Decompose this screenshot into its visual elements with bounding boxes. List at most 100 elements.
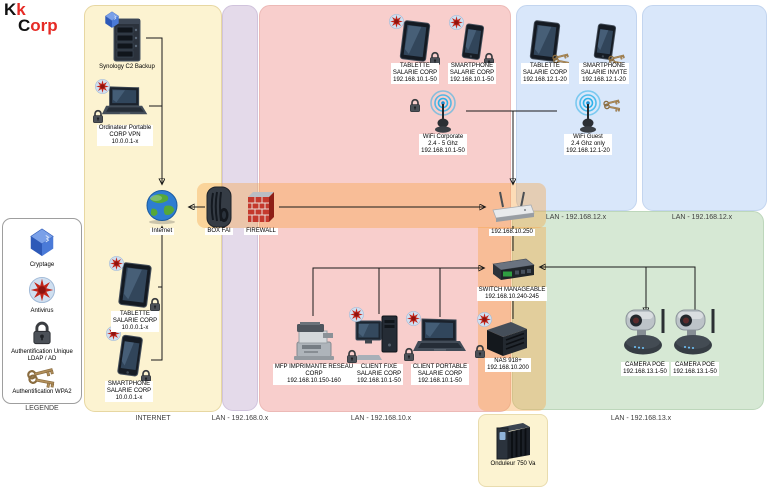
legend-item-auth-wpa2[interactable] <box>25 366 59 388</box>
virus-badge-icon <box>105 325 122 342</box>
node-nas-918-label: NAS 918+192.168.10.200 <box>485 358 531 372</box>
wifi-icon <box>568 90 608 134</box>
zone-lan12b <box>642 5 767 211</box>
edge-camera-poe-2--switch-manageable <box>540 267 696 317</box>
phone-icon <box>455 21 489 63</box>
virus-badge-icon <box>405 310 422 327</box>
node-ordinateur-portable-corp-vpn[interactable] <box>93 79 149 123</box>
node-tablette-salarie-corp-lan12[interactable] <box>525 20 570 66</box>
keys-icon <box>27 368 55 388</box>
logo-letter-black: C <box>18 16 31 35</box>
node-synology-c2-backup-label: Synology C2 Backup <box>99 64 155 70</box>
node-routeur-lan-label: 192.168.10.250 <box>489 229 535 236</box>
phone-icon <box>587 21 621 63</box>
edge-mfp-imprimante-reseau--switch-manageable <box>312 268 484 316</box>
node-onduleur-750[interactable] <box>494 420 532 462</box>
node-nas-918[interactable] <box>475 312 531 358</box>
node-smartphone-salarie-corp-vpn[interactable] <box>106 326 151 383</box>
cube-icon <box>30 228 54 257</box>
node-smartphone-salarie-invite[interactable] <box>587 21 626 67</box>
nas-icon <box>483 318 531 358</box>
firewall-icon <box>246 190 276 224</box>
node-onduleur-750-label: Onduleur 750 Va <box>490 461 536 467</box>
tablet-icon <box>395 20 435 62</box>
zone-label-lan13: LAN - 192.168.13.x <box>610 415 672 422</box>
virus-badge-icon <box>476 311 493 328</box>
node-camera-poe-2[interactable] <box>671 303 719 357</box>
legend-item-cryptage-label: Cryptage <box>29 262 55 268</box>
virus-badge-icon <box>108 255 125 272</box>
edge-smartphone-salarie-corp-vpn--internet-globe <box>151 287 163 361</box>
node-wifi-corporate[interactable] <box>410 90 463 134</box>
lock-badge-icon <box>408 98 422 113</box>
legend-item-auth-unique[interactable] <box>30 318 54 348</box>
virus-badge-icon <box>388 13 405 30</box>
router-icon <box>489 190 535 224</box>
node-wifi-guest[interactable] <box>568 90 621 134</box>
virus-badge-icon <box>348 306 365 323</box>
node-smartphone-salarie-corp-lan10[interactable] <box>449 15 494 66</box>
laptop-icon <box>101 85 149 123</box>
wifi-icon <box>423 90 463 134</box>
node-internet-globe[interactable] <box>144 189 180 225</box>
node-routeur-lan[interactable] <box>489 190 535 224</box>
virus-badge-icon <box>94 78 111 95</box>
legend-item-antivirus-label: Antivirus <box>30 308 54 314</box>
node-client-portable-salarie[interactable] <box>404 311 468 361</box>
lock-badge-icon <box>345 349 359 364</box>
node-client-fixe-salarie[interactable] <box>347 307 403 363</box>
company-logo: Kk Corp <box>4 0 58 35</box>
lock-badge-icon <box>139 369 153 384</box>
node-switch-manageable[interactable] <box>488 252 536 284</box>
globe-icon <box>144 189 180 225</box>
node-synology-c2-backup[interactable] <box>104 11 144 63</box>
camera-icon <box>621 303 669 357</box>
server-icon <box>110 17 144 63</box>
logo-letter-black: K <box>4 0 17 19</box>
node-mfp-imprimante-reseau[interactable] <box>292 315 336 363</box>
node-firewall[interactable] <box>246 190 276 224</box>
modem-icon <box>205 186 233 228</box>
keys-badge-icon <box>602 98 623 112</box>
desktop-icon <box>355 313 403 363</box>
node-tablette-salarie-corp-vpn[interactable] <box>109 256 160 311</box>
legend-item-cryptage[interactable] <box>27 226 57 258</box>
node-firewall-label: FIREWALL <box>244 228 278 235</box>
zone-label-lan12a: LAN - 192.168.12.x <box>545 214 607 221</box>
tablet-icon <box>115 262 155 308</box>
lock-badge-icon <box>473 344 487 359</box>
legend-item-antivirus[interactable] <box>27 274 57 306</box>
node-tablette-salarie-corp-lan10[interactable] <box>389 14 440 65</box>
zone-label-internet: INTERNET <box>135 415 171 422</box>
tablet-icon <box>525 20 565 62</box>
lock-badge-icon <box>402 347 416 362</box>
lock-badge-icon <box>91 109 105 124</box>
zone-label-lan0: LAN - 192.168.0.x <box>211 415 269 422</box>
logo-letters-red: orp <box>30 16 58 35</box>
printer-icon <box>292 315 336 363</box>
switch-icon <box>488 252 536 284</box>
virus-badge-icon <box>448 14 465 31</box>
ups-icon <box>494 420 532 462</box>
zone-label-lan10: LAN - 192.168.10.x <box>350 415 412 422</box>
edge-tablette-salarie-corp-vpn--internet-globe <box>158 227 162 288</box>
node-box-fai[interactable] <box>205 186 233 228</box>
node-camera-poe-1[interactable] <box>621 303 669 357</box>
